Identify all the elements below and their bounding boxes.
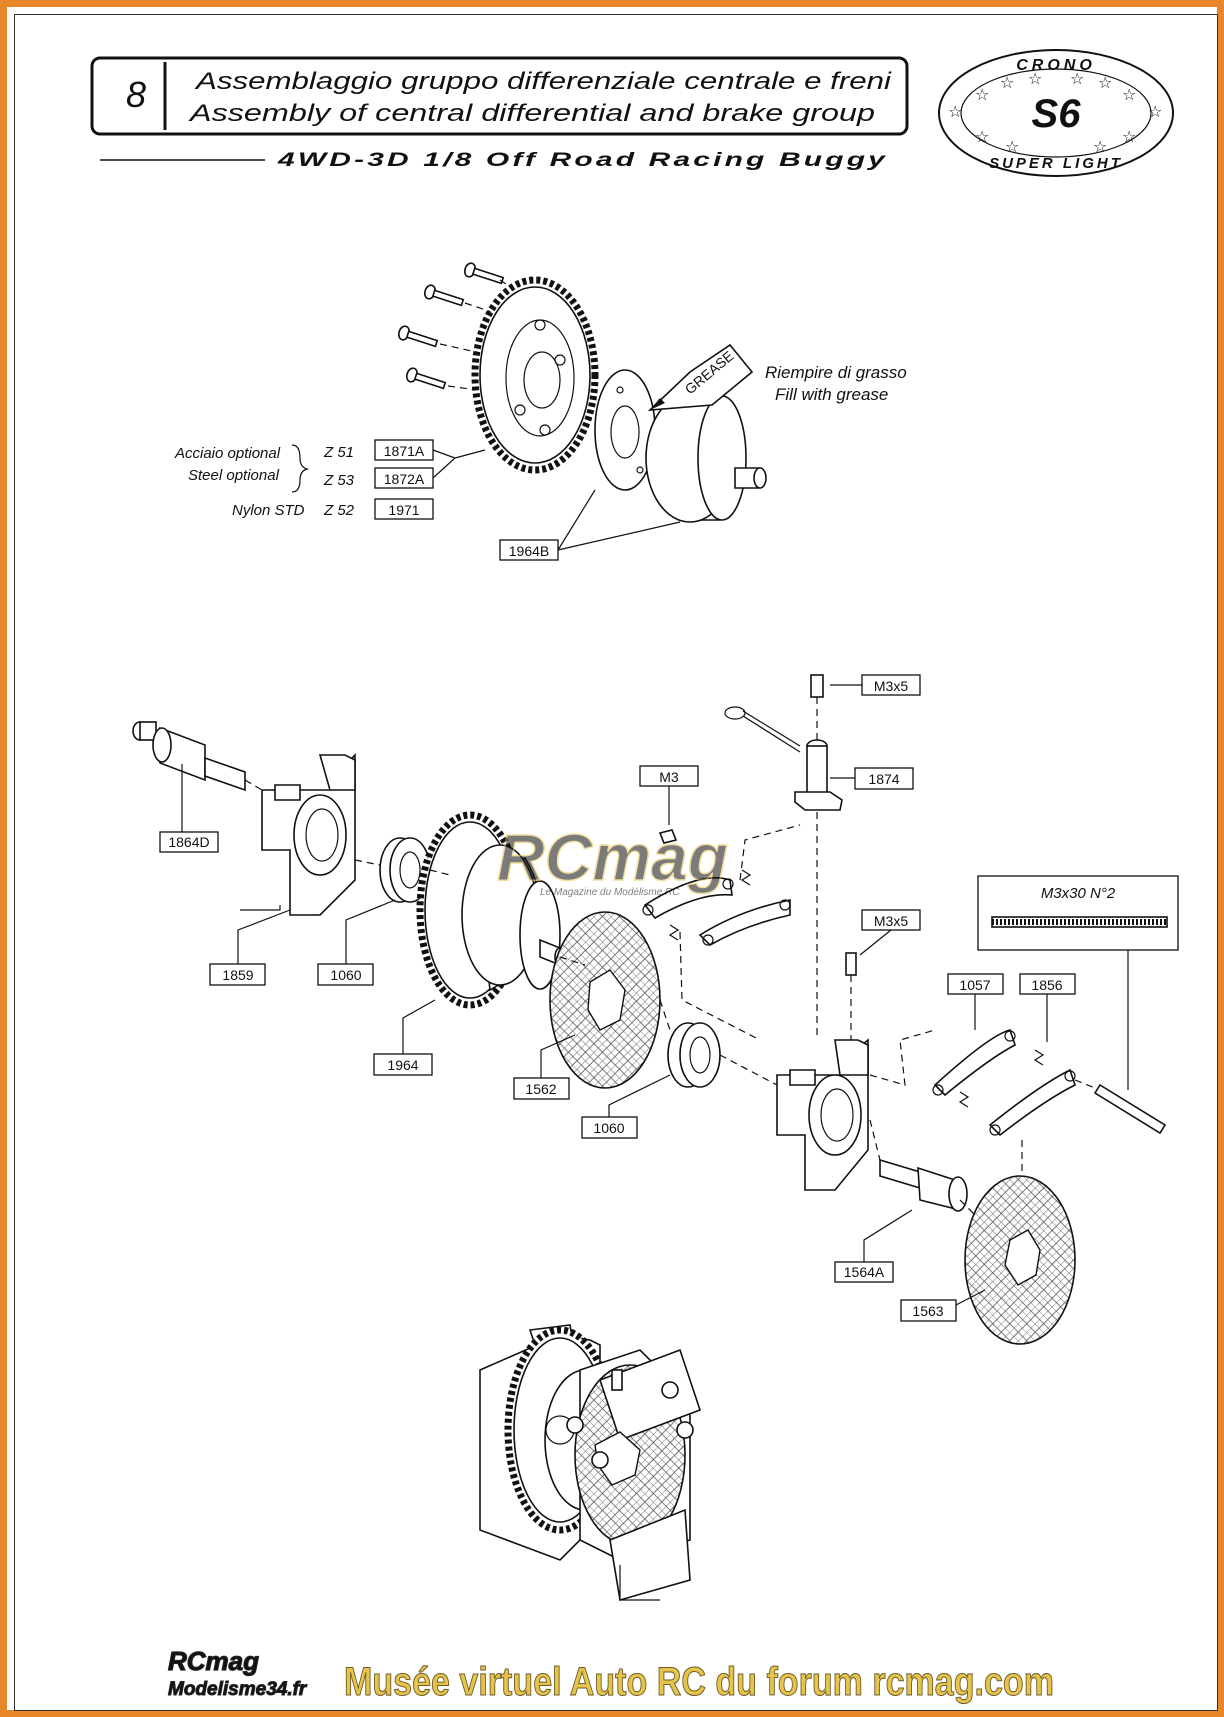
grease-note-english: Fill with grease [775,385,888,404]
label-1057: 1057 [959,977,990,993]
footer-logo-top: RCmag [168,1646,259,1676]
label-1964b: 1964B [509,543,549,559]
label-m3x5-top: M3x5 [874,678,908,694]
bearing-right [667,1022,721,1088]
label-1564a: 1564A [844,1264,885,1280]
svg-text:☆: ☆ [1070,69,1084,88]
code-1872a: 1872A [384,471,425,487]
footer-logo-bottom: Modelisme34.fr [168,1679,308,1700]
logo-top-text: CRONO [1016,57,1096,74]
grease-note-italian: Riempire di grasso [765,363,907,382]
title-english: Assembly of central differential and bra… [187,100,875,127]
grease-tube: GREASE [647,343,754,411]
setscrew-top [810,674,824,698]
logo-bottom-text: SUPER LIGHT [989,155,1123,172]
label-1060-right: 1060 [593,1120,624,1136]
bulkhead-right [776,1038,869,1191]
brake-pads-right [869,1029,1101,1210]
exploded-assembly: 1864D 1859 1060 [132,674,1179,1345]
code-1871a: 1871A [384,443,425,459]
bearing-left [379,837,431,903]
brake-post-1874 [794,739,843,811]
header: 8 Assemblaggio gruppo differenziale cent… [90,56,909,171]
gear-screws [397,262,531,393]
label-m3x30: M3x30 N°2 [1041,885,1116,902]
cotter-pin [724,706,801,753]
label-1859: 1859 [222,967,253,983]
brake-disc-1562 [549,911,661,1089]
title-italian: Assemblaggio gruppo differenziale centra… [193,68,891,95]
header-box [90,56,909,136]
label-1856: 1856 [1031,977,1062,993]
svg-text:☆: ☆ [1005,137,1019,156]
m3x30-callout: M3x30 N°2 [977,875,1179,1135]
svg-text:☆: ☆ [1098,73,1112,92]
crono-logo: CRONO S6 SUPER LIGHT ☆ ☆ ☆ ☆ ☆ ☆ ☆ ☆ ☆ ☆ ☆ ☆ [938,49,1174,177]
code-1971: 1971 [388,502,419,518]
step-number: 8 [126,74,146,115]
option-z51: Z 51 [323,444,354,461]
label-1562: 1562 [525,1081,556,1097]
svg-text:☆: ☆ [1122,85,1136,104]
setscrew-mid [845,952,857,976]
option-z52: Z 52 [323,502,355,519]
option-steel: Steel optional [188,467,280,484]
svg-text:☆: ☆ [975,127,989,146]
label-1563: 1563 [912,1303,943,1319]
footer-caption: Musée virtuel Auto RC du forum rcmag.com [344,1660,1054,1704]
label-1874: 1874 [868,771,899,787]
spur-gear-diff [416,811,566,1009]
label-1864d: 1864D [168,834,209,850]
svg-text:☆: ☆ [1148,102,1162,121]
svg-text:☆: ☆ [1122,127,1136,146]
page-inner-border [14,14,1218,1711]
label-1964: 1964 [387,1057,418,1073]
svg-text:☆: ☆ [1028,69,1042,88]
svg-text:☆: ☆ [1000,73,1014,92]
svg-text:☆: ☆ [975,85,989,104]
spur-gear-top [471,276,599,474]
footer: RCmag Modelisme34.fr Musée virtuel Auto … [167,1645,1054,1704]
m3x30-screw [1093,1083,1167,1135]
rcmag-watermark: RCmag Le Magazine du Modélisme RC [496,819,729,898]
assembled-view [479,1324,702,1602]
logo-stars: ☆ ☆ ☆ ☆ ☆ ☆ ☆ ☆ ☆ ☆ ☆ ☆ [948,69,1162,156]
outdrive-right [879,1158,968,1212]
option-nylon: Nylon STD [232,502,305,519]
bulkhead-left [240,753,356,916]
outdrive-left [132,721,246,832]
top-assembly: GREASE Riempire di grasso Fill with grea… [174,262,907,561]
watermark-tagline: Le Magazine du Modélisme RC [540,887,680,898]
subtitle: 4WD-3D 1/8 Off Road Racing Buggy [276,150,888,171]
m3-nut [658,829,678,844]
watermark-mark: RCmag [497,820,728,894]
logo-center-text: S6 [1032,92,1082,136]
svg-text:☆: ☆ [948,102,962,121]
label-m3: M3 [659,769,679,785]
label-1060-left: 1060 [330,967,361,983]
diff-gasket [594,369,656,491]
svg-text:☆: ☆ [1093,137,1107,156]
gear-options: Acciaio optional Steel optional Z 51 Z 5… [174,439,486,520]
option-acciaio: Acciaio optional [174,445,281,462]
option-z53: Z 53 [323,472,355,489]
brake-pads-left [642,824,801,1041]
label-m3x5-mid: M3x5 [874,913,908,929]
diff-case-top [645,393,767,523]
brake-disc-1563 [964,1175,1076,1345]
